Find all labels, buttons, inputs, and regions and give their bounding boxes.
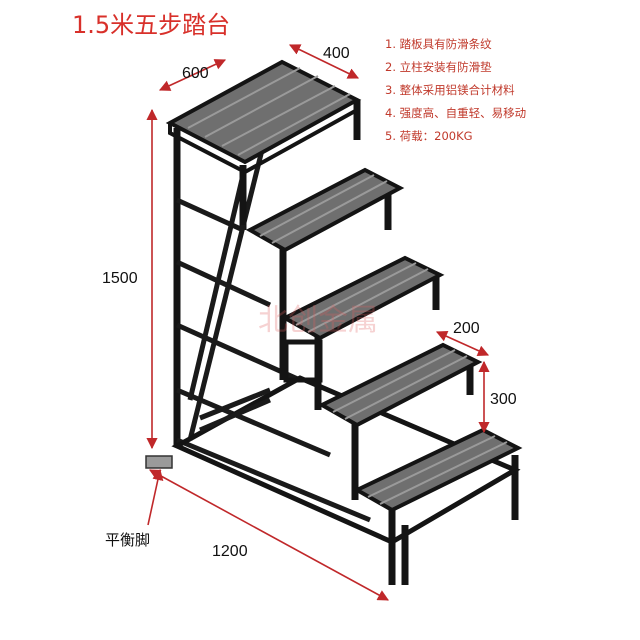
note-2: 2. 立柱安装有防滑垫 xyxy=(385,60,492,74)
watermark: 北创金属 xyxy=(258,303,378,338)
note-4: 4. 强度高、自重轻、易移动 xyxy=(385,106,526,120)
dim-step-rise: 300 xyxy=(490,391,517,408)
note-5: 5. 荷载：200KG xyxy=(385,129,473,143)
dim-top-width: 400 xyxy=(323,45,350,62)
feature-notes: 1. 踏板具有防滑条纹 2. 立柱安装有防滑垫 3. 整体采用铝镁合计材料 4.… xyxy=(385,37,526,143)
dimension-lines xyxy=(146,44,490,601)
dim-height: 1500 xyxy=(102,270,138,287)
dim-depth: 600 xyxy=(182,65,209,82)
dim-step-depth: 200 xyxy=(453,320,480,337)
balance-foot-label: 平衡脚 xyxy=(105,531,150,549)
diagram-title: 1.5米五步踏台 xyxy=(72,11,230,39)
balance-foot xyxy=(145,455,173,469)
step-treads xyxy=(165,59,523,513)
dim-length: 1200 xyxy=(212,543,248,560)
note-3: 3. 整体采用铝镁合计材料 xyxy=(385,83,515,97)
note-1: 1. 踏板具有防滑条纹 xyxy=(385,37,492,51)
